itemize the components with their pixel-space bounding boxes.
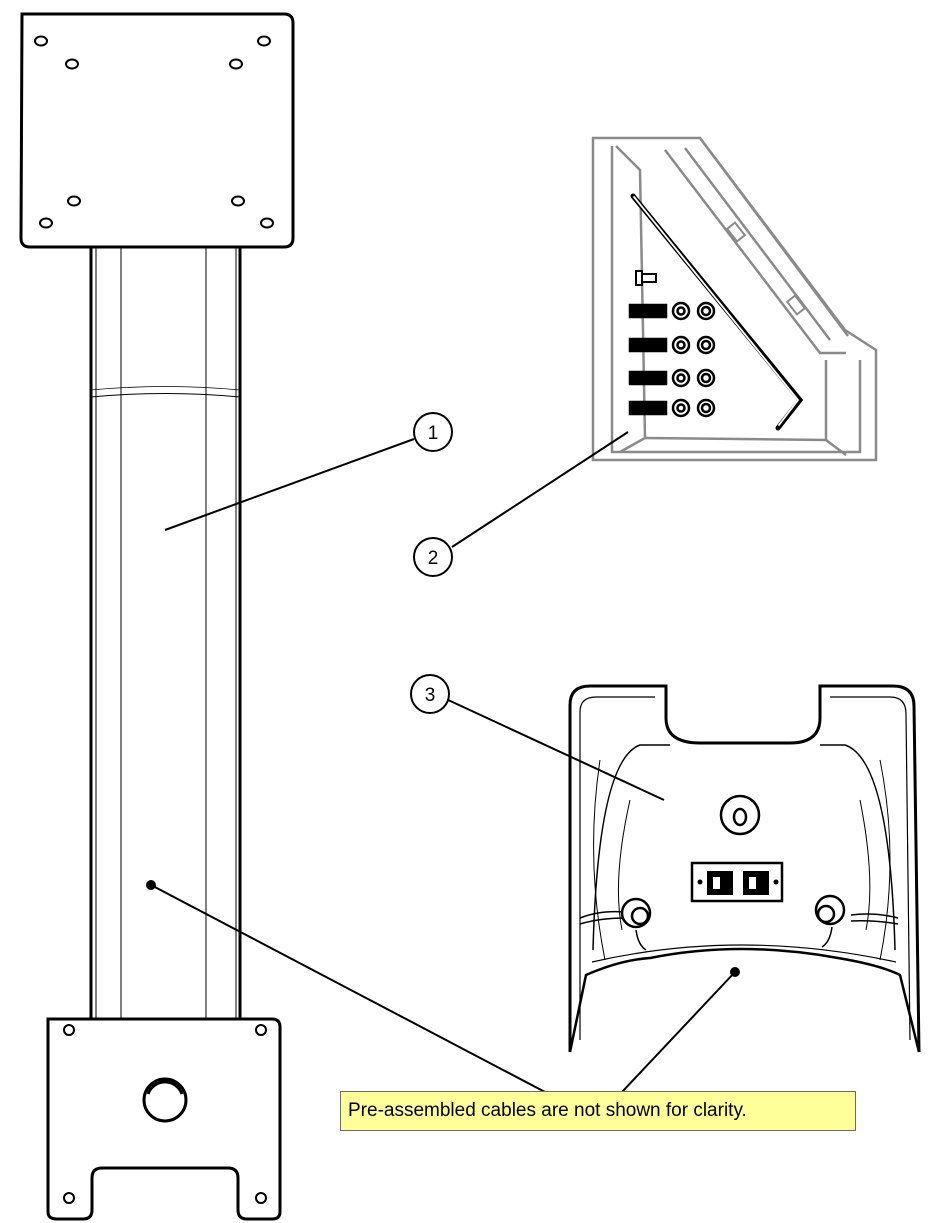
- bracket-knob: [719, 794, 761, 836]
- right-thumbscrew: [814, 894, 899, 948]
- hardware-kit: [591, 136, 878, 462]
- column-tube: [89, 247, 242, 1020]
- callout-3-number: 3: [425, 685, 436, 706]
- callout-1: 1: [413, 412, 453, 452]
- small-screw: [635, 270, 657, 286]
- bolts-and-washers: [628, 301, 716, 418]
- callout-2: 2: [413, 537, 453, 577]
- base-plate: [46, 1017, 282, 1221]
- callout-3: 3: [410, 674, 450, 714]
- connector-plate: [690, 861, 784, 903]
- clarity-note: Pre-assembled cables are not shown for c…: [340, 1091, 856, 1131]
- left-thumbscrew: [579, 897, 652, 951]
- leader-lines: [150, 431, 736, 1093]
- vesa-plate: [19, 12, 295, 249]
- callout-2-number: 2: [428, 548, 439, 569]
- cable-hole: [142, 1077, 188, 1123]
- vesa-holes: [34, 35, 274, 229]
- mounting-bracket: [568, 684, 921, 1053]
- clarity-note-text: Pre-assembled cables are not shown for c…: [348, 1100, 747, 1121]
- leader-dots: [146, 880, 740, 977]
- callout-1-number: 1: [428, 423, 439, 444]
- pole-assembly: [19, 12, 295, 1221]
